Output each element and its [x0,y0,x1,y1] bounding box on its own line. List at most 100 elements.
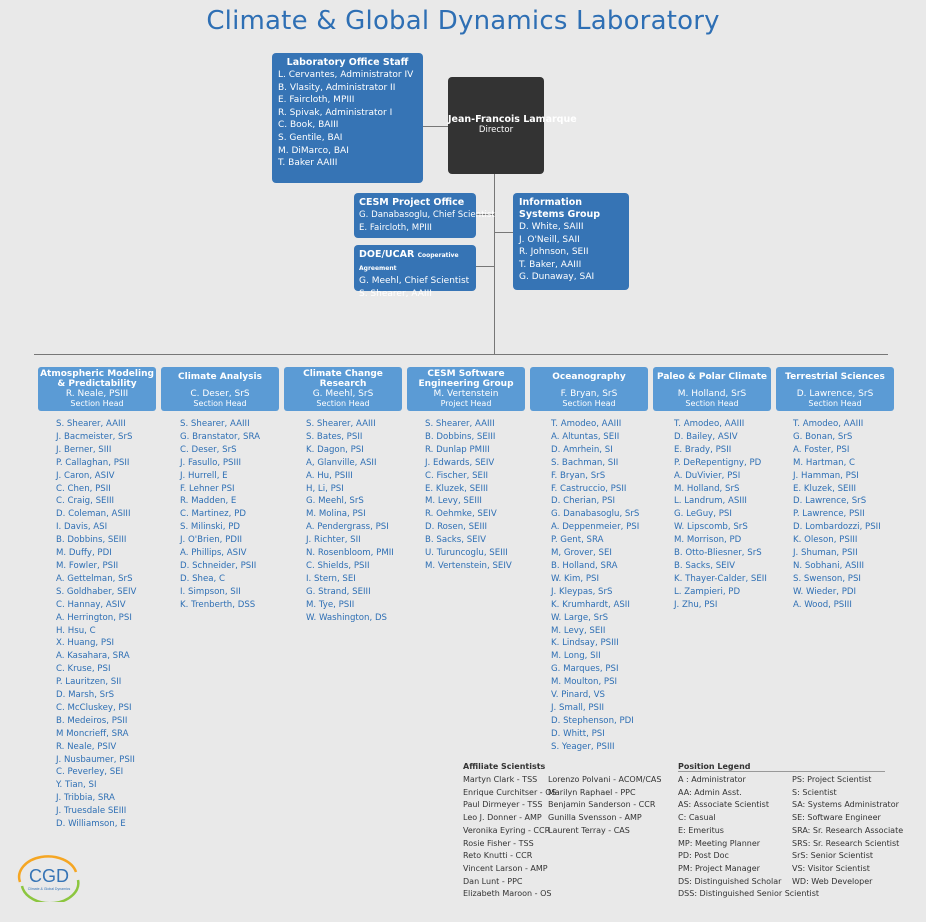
section-member: J. Zhu, PSI [674,599,718,610]
section-member: C. Peverley, SEI [56,767,124,778]
affiliate-scientist: Leo J. Donner - AMP [463,813,542,823]
section-head-person: M. Vertenstein [433,389,499,399]
section-member: E. Brady, PSII [674,444,732,455]
section-member: K. Trenberth, DSS [180,599,256,610]
section-member: N. Sobhani, ASIII [793,560,865,571]
section-head-person: F. Bryan, SrS [560,389,618,399]
section-member: A. Phillips, ASIV [180,548,247,559]
legend-entry: MP: Meeting Planner [678,838,761,848]
section-member: R. Oehmke, SEIV [425,509,497,520]
office-staff-connector [423,126,448,127]
section-name: Paleo & Polar Climate [656,372,768,382]
section-name: Atmospheric Modeling & Predictability [40,369,154,389]
affiliate-scientist: Rosie Fisher - TSS [463,838,534,848]
section-member: W. Lipscomb, SrS [674,522,748,533]
section-member: H. Hsu, C [56,625,96,636]
office-staff-box: Laboratory Office Staff L. Cervantes, Ad… [272,53,423,183]
section-member: S. Bachman, SII [551,457,619,468]
isg-member: J. O'Neill, SAII [519,234,580,245]
legend-entry: PS: Project Scientist [792,775,872,784]
section-member: S. Bates, PSII [306,431,363,442]
section-member: G. Meehl, SrS [306,496,364,507]
section-member: D. Schneider, PSII [180,560,257,571]
doe-ucar-title-sub: Cooperative Agreement [359,252,459,272]
legend-entry: DSS: Distinguished Senior Scientist [678,889,820,899]
section-head-person: C. Deser, SrS [190,389,250,399]
section-member: G. Danabasoglu, SrS [551,509,640,520]
section-member: B. Medeiros, PSII [56,715,128,726]
section-member: S. Shearer, AAIII [306,419,376,429]
legend-entry: VS: Visitor Scientist [792,863,870,873]
isg-connector [494,232,513,233]
section-head-role: Section Head [316,399,370,408]
cesm-office-title: CESM Project Office [359,197,465,208]
section-member: D. Lombardozzi, PSII [793,522,881,533]
section-member: U. Turuncoglu, SEIII [425,548,508,559]
section-member: L. Landrum, ASIII [674,496,747,507]
cesm-office-connector [476,214,494,215]
section-member: D. Whitt, PSI [551,728,605,739]
section-member: M, Grover, SEI [551,548,612,559]
section-member: M. Hartman, C [793,457,856,468]
section-member: A. Wood, PSIII [793,599,852,610]
legend-entry: WD: Web Developer [792,876,873,886]
section-member: M. Fowler, PSII [56,560,119,571]
section-member: A. DuVivier, PSI [674,470,741,481]
isg-member: G. Dunaway, SAI [519,272,595,283]
section-member: J. Tribbia, SRA [56,793,115,804]
section-member: I. Stern, SEI [306,573,356,584]
section-member: Y. Tian, SI [56,780,97,791]
section-member: C. Hannay, ASIV [56,599,126,610]
section-member: F. Bryan, SrS [551,470,606,481]
section-member: D. Amrhein, SI [551,444,613,455]
section-member: B. Dobbins, SEIII [425,431,496,442]
section-member: F. Castruccio, PSII [551,483,627,494]
section-member: J. Small, PSII [551,702,605,713]
section-member: A. Foster, PSI [793,444,850,455]
section-member: F. Lehner PSI [180,483,235,494]
section-member: S. Shearer, AAIII [56,419,126,429]
affiliate-scientist: Enrique Curchitser - OS [463,787,557,797]
section-name: CESM Software Engineering Group [418,369,514,389]
legend-entry: SrS: Senior Scientist [792,851,874,861]
section-member: A. Pendergrass, PSI [306,522,389,533]
section-member: G. LeGuy, PSI [674,509,732,520]
section-member: X. Huang, PSI [56,638,115,649]
section-member: G. Branstator, SRA [180,431,260,442]
section-member: J. Fasullo, PSIII [180,457,242,468]
legend-entry: SE: Software Engineer [792,813,881,823]
section-member: C. Kruse, PSI [56,664,111,675]
section-member: C. Fischer, SEII [425,470,489,481]
section-member: D. Lawrence, SrS [793,496,867,507]
office-staff-title: Laboratory Office Staff [286,57,409,68]
doe-ucar-title: DOE/UCAR Cooperative Agreement [359,249,471,275]
director-box: Jean-Francois Lamarque Director [448,77,577,174]
affiliate-scientist: Gunilla Svensson - AMP [548,813,642,823]
section-member: S. Yeager, PSIII [551,741,615,752]
section-member: R. Dunlap PMIII [425,444,490,455]
doe-ucar-title-main: DOE/UCAR [359,249,415,260]
section-member: D. Coleman, ASIII [56,509,131,520]
doe-ucar-member: S. Shearer, AAIII [359,288,432,299]
section-name: Climate Change Research [303,369,383,389]
section-member: S. Shearer, AAIII [180,419,250,429]
section-member: D. Bailey, ASIV [674,431,738,442]
legend-entry: DS: Distinguished Scholar [678,876,782,886]
section-member: J. Hamman, PSI [793,470,859,481]
legend-entry: A : Administrator [678,775,746,784]
director-trunk-line [494,174,495,354]
doe-ucar-member: G. Meehl, Chief Scientist [359,276,470,286]
section-member: S. Goldhaber, SEIV [56,586,137,597]
section-member: C. Shields, PSII [306,560,370,571]
section-member: E. Kluzek, SEIII [425,483,489,494]
cesm-office-box: CESM Project Office G. Danabasoglu, Chie… [354,193,495,238]
